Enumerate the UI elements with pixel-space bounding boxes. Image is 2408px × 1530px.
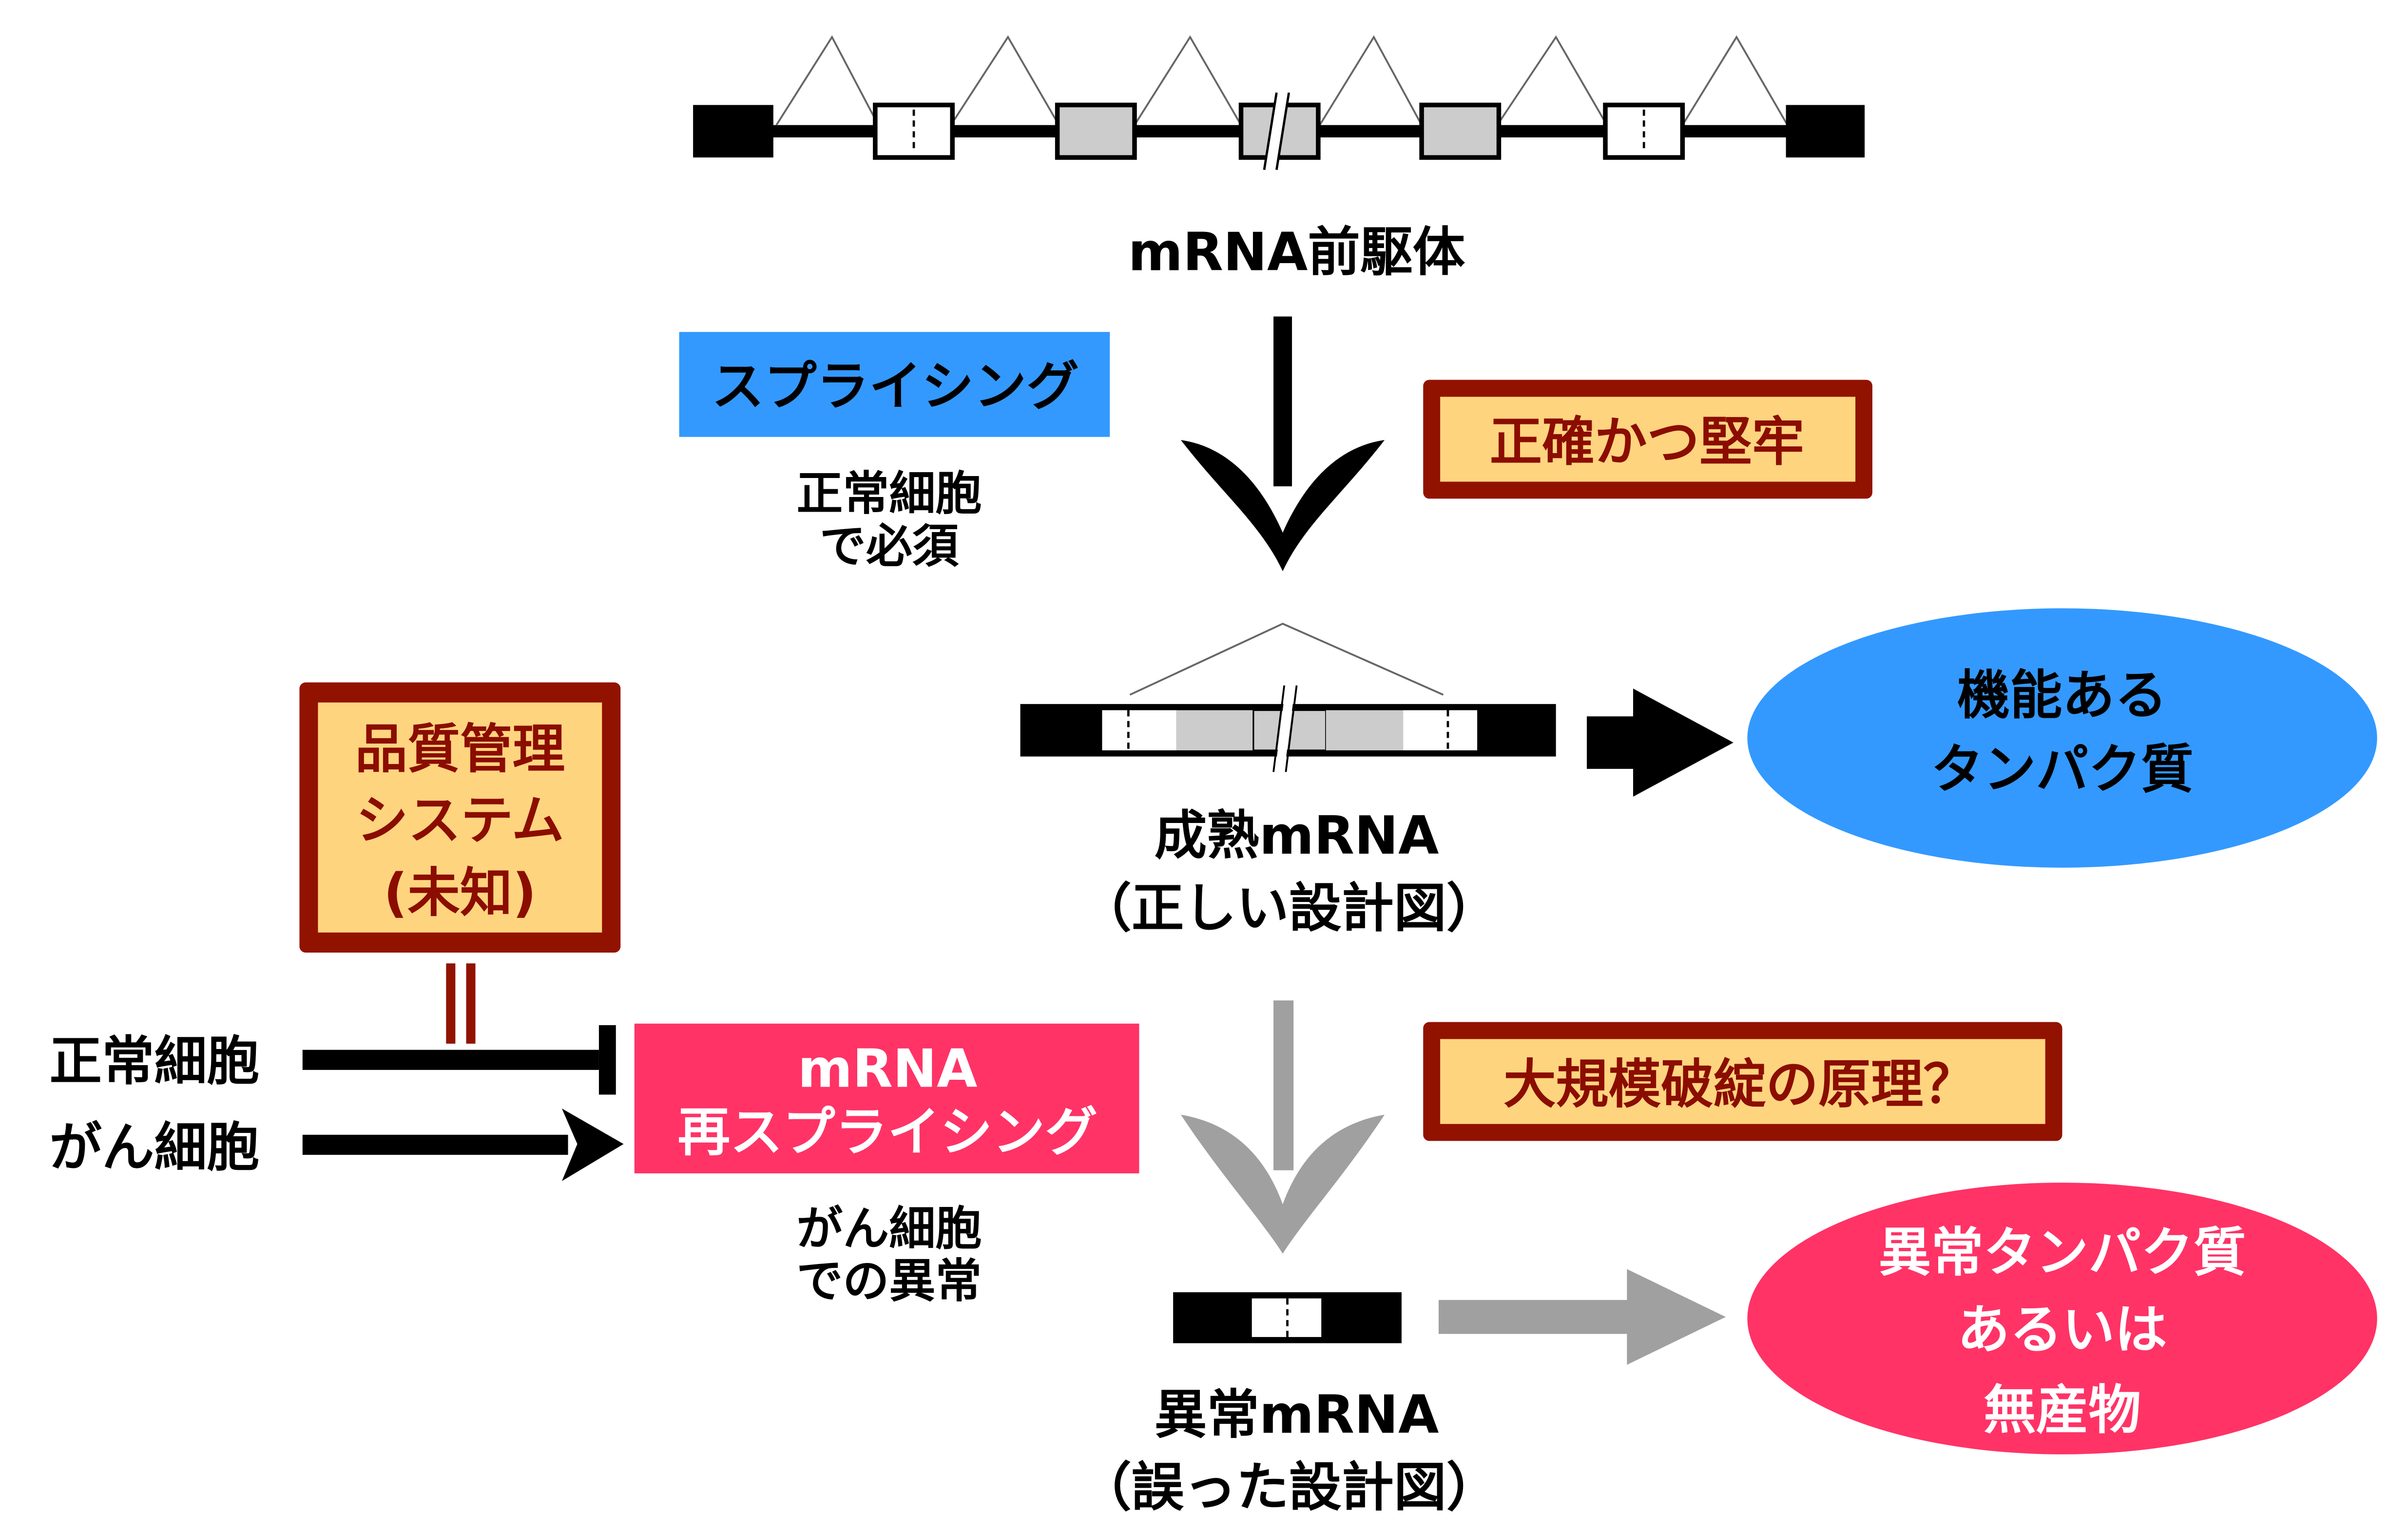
splice-arc-5 (1496, 35, 1608, 126)
exon-1 (693, 105, 773, 158)
splice-arc-4 (1319, 35, 1423, 126)
pre-mrna-label: mRNA前駆体 (1128, 222, 1465, 283)
inhibition-arrow (302, 1025, 616, 1095)
abnormal-mrna-label: 異常mRNA (1155, 1384, 1439, 1445)
qc-line3: (未知) (384, 862, 537, 923)
resplicing-box: mRNA 再スプライシング (634, 1023, 1139, 1174)
mature-mrna-structure (1020, 622, 1556, 773)
splicing-badge: スプライシング (679, 332, 1110, 437)
exon-3 (1055, 102, 1137, 160)
resplicing-line1: mRNA (798, 1039, 978, 1100)
qc-line1: 品質管理 (355, 719, 565, 780)
activation-arrow (302, 1108, 624, 1181)
accurate-robust-label: 正確かつ堅牢 (1490, 412, 1805, 473)
abnormal-protein-line3: 無産物 (1984, 1380, 2141, 1441)
splicing-note-line2: で必須 (820, 519, 959, 573)
mature-splice-arc (1129, 622, 1444, 696)
abnormal-protein-line1: 異常タンパク質 (1879, 1223, 2246, 1283)
resplicing-line2: 再スプライシング (678, 1102, 1098, 1163)
abnormal-protein-node: 異常タンパク質 あるいは 無産物 (1747, 1183, 2377, 1454)
splice-arc-3 (1134, 35, 1242, 126)
breakdown-callout-label: 大規模破綻の原理？ (1503, 1054, 1976, 1115)
breakdown-callout: 大規模破綻の原理？ (1423, 1022, 2062, 1141)
exon-2 (873, 102, 955, 160)
pre-mrna-structure (693, 35, 1865, 171)
translation-arrow (1586, 688, 1734, 797)
splicing-badge-label: スプライシング (712, 356, 1079, 417)
quality-control-box: 品質管理 システム (未知) (299, 682, 621, 953)
splicing-arrow (1180, 316, 1385, 572)
accurate-robust-callout: 正確かつ堅牢 (1423, 380, 1872, 499)
aberrant-splicing-arrow (1180, 1000, 1385, 1254)
splice-triangles (775, 35, 1789, 126)
exon-5 (1419, 102, 1502, 160)
aberrant-translation-arrow (1438, 1269, 1726, 1365)
splice-arc-2 (950, 35, 1060, 126)
functional-protein-line1: 機能ある (1957, 665, 2167, 726)
resplicing-note-line2: での異常 (796, 1255, 982, 1308)
qc-line2: システム (356, 790, 564, 851)
exon-7 (1786, 105, 1865, 158)
splicing-note-line1: 正常細胞 (796, 467, 982, 521)
abnormal-protein-line2: あるいは (1957, 1300, 2167, 1360)
splice-arc-6 (1681, 35, 1789, 126)
normal-cell-label: 正常細胞 (49, 1031, 259, 1092)
qc-connector (446, 963, 476, 1044)
functional-protein-node: 機能ある タンパク質 (1747, 608, 2377, 868)
mature-mrna-sublabel: （正しい設計図） (1079, 878, 1499, 939)
resplicing-note-line1: がん細胞 (796, 1202, 982, 1256)
abnormal-mrna-sublabel: （誤った設計図） (1079, 1457, 1499, 1518)
functional-protein-line2: タンパク質 (1931, 739, 2193, 800)
splice-arc-1 (775, 35, 879, 126)
abnormal-mrna-structure (1173, 1292, 1402, 1343)
exon-4-break (1238, 92, 1321, 171)
exon-6 (1603, 102, 1685, 160)
mature-mrna-label: 成熟mRNA (1155, 805, 1439, 866)
cancer-cell-label: がん細胞 (49, 1117, 259, 1178)
